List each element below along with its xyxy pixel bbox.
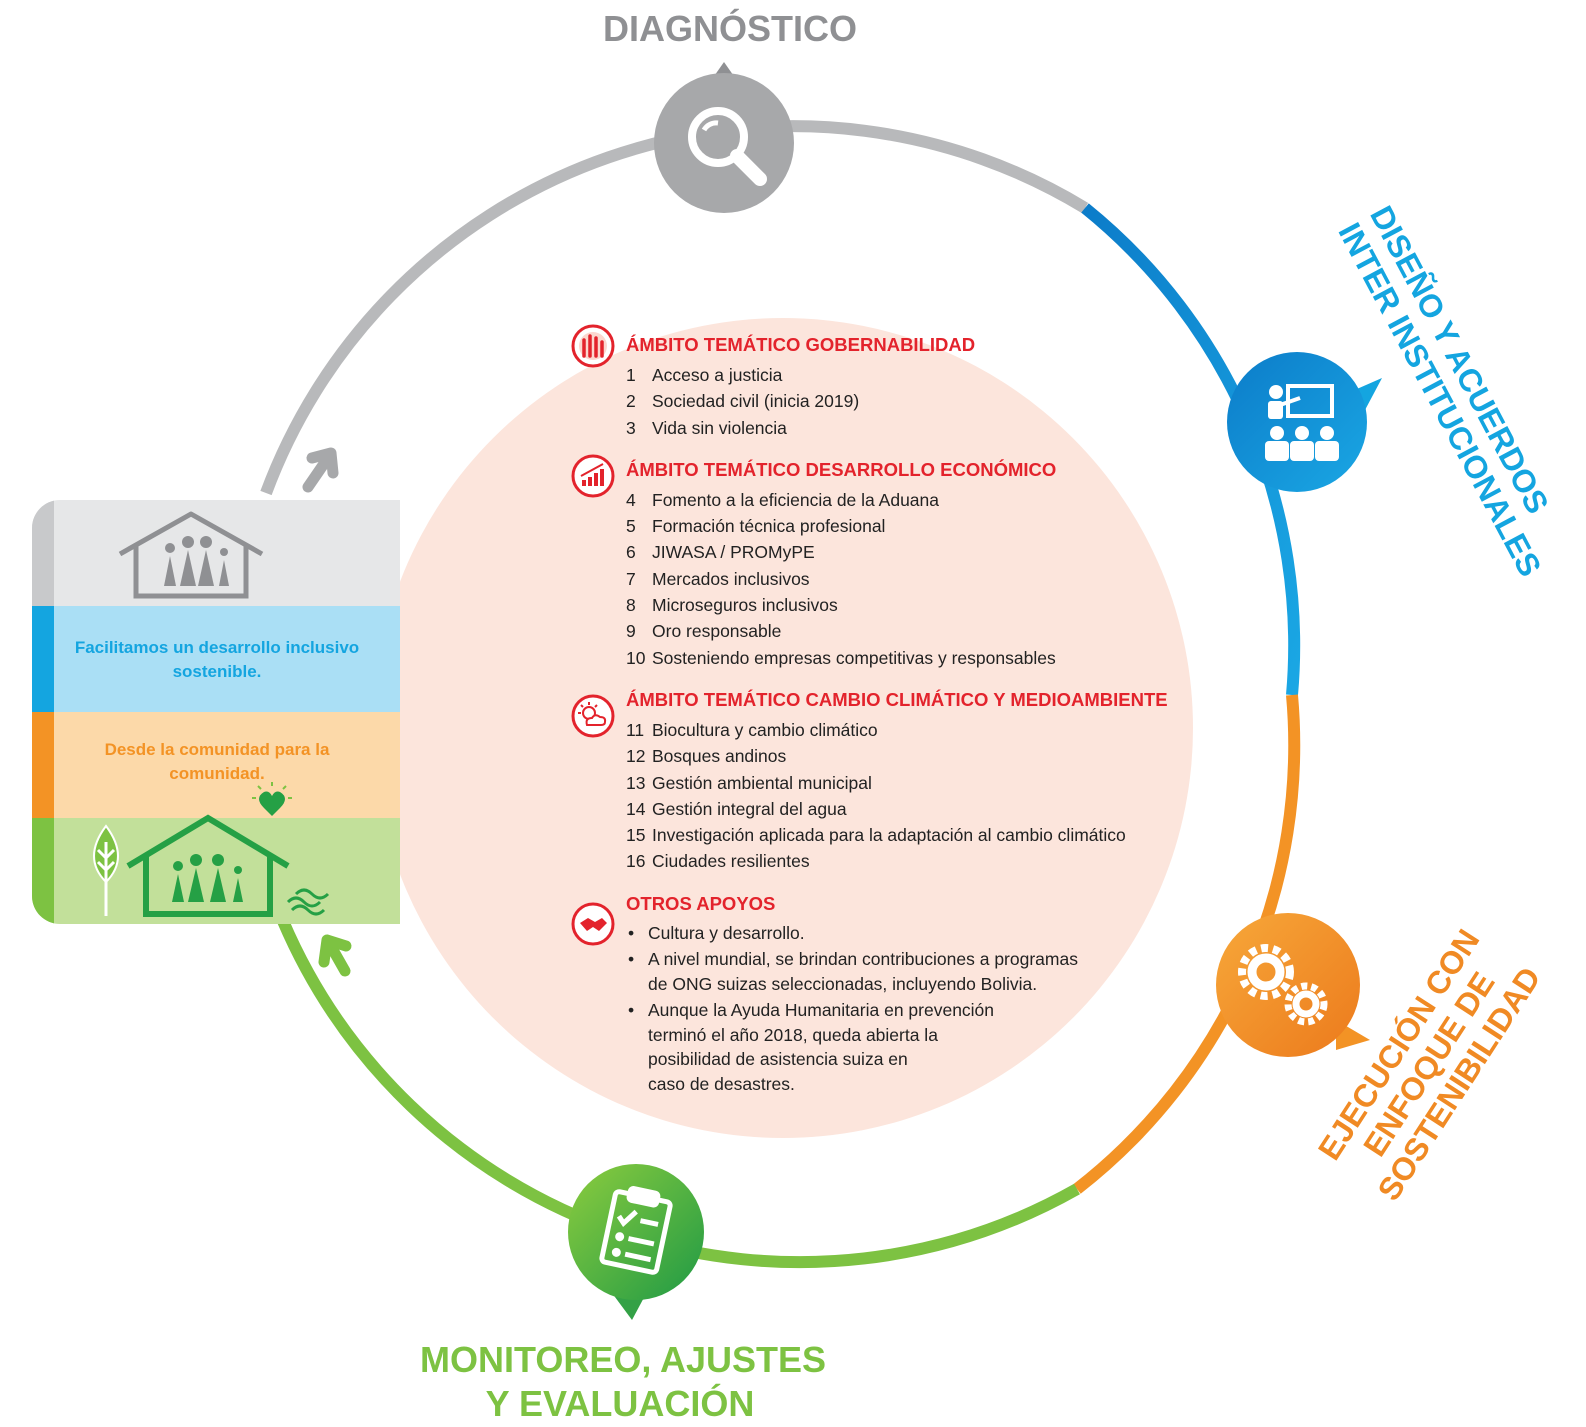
arrow-up-green-icon bbox=[318, 934, 352, 977]
monitoreo-badge bbox=[568, 1164, 704, 1320]
panel-band-orange: Desde la comunidad para la comunidad. bbox=[32, 712, 400, 818]
section-title: OTROS APOYOS bbox=[626, 892, 776, 914]
panel-band-gray bbox=[32, 500, 400, 606]
magnifier-icon bbox=[688, 107, 767, 186]
house-family-green-icon bbox=[93, 782, 330, 917]
house-family-gray-icon bbox=[118, 511, 264, 599]
arrow-up-gray-icon bbox=[302, 447, 339, 493]
section-title: ÁMBITO TEMÁTICO GOBERNABILIDAD bbox=[626, 334, 976, 355]
growth-chart-icon bbox=[571, 454, 615, 498]
bullet-item: Aunque la Ayuda Humanitaria en prevenció… bbox=[626, 998, 1240, 1096]
section-clima: ÁMBITO TEMÁTICO CAMBIO CLIMÁTICO Y MEDIO… bbox=[560, 685, 1240, 875]
tree-icon bbox=[93, 824, 119, 916]
monitoreo-title-line2: Y EVALUACIÓN bbox=[485, 1383, 755, 1424]
diagnostico-badge bbox=[654, 62, 794, 213]
panel-band-green bbox=[32, 782, 400, 924]
raised-hands-icon bbox=[571, 324, 615, 368]
water-waves-icon bbox=[286, 888, 330, 916]
bullet-item: Cultura y desarrollo. bbox=[626, 921, 1240, 946]
monitoreo-title: MONITOREO, AJUSTES Y EVALUACIÓN bbox=[420, 1338, 827, 1426]
section-title: ÁMBITO TEMÁTICO CAMBIO CLIMÁTICO Y MEDIO… bbox=[626, 688, 1168, 710]
section-title: ÁMBITO TEMÁTICO DESARROLLO ECONÓMICO bbox=[626, 458, 1057, 480]
handshake-icon bbox=[571, 902, 615, 946]
ejecucion-badge bbox=[1216, 913, 1370, 1057]
community-panel: Facilitamos un desarrollo inclusivo sost… bbox=[32, 500, 400, 924]
diagnostico-title: DIAGNÓSTICO bbox=[602, 8, 857, 49]
panel-text-1: Facilitamos un desarrollo inclusivo sost… bbox=[74, 638, 360, 681]
heart-icon bbox=[252, 782, 292, 816]
bullet-item: A nivel mundial, se brindan contribucion… bbox=[626, 947, 1240, 996]
diseno-badge bbox=[1227, 352, 1382, 492]
monitoreo-title-line1: MONITOREO, AJUSTES bbox=[420, 1339, 827, 1380]
sun-cloud-icon bbox=[571, 694, 615, 738]
presentation-icon bbox=[1265, 384, 1339, 461]
section-otros: OTROS APOYOS Cultura y desarrollo. A niv… bbox=[560, 889, 1240, 1097]
ring-gray-segment bbox=[260, 120, 1089, 496]
gears-icon bbox=[1238, 944, 1328, 1026]
panel-text-2: Desde la comunidad para la comunidad. bbox=[104, 740, 330, 783]
panel-band-blue: Facilitamos un desarrollo inclusivo sost… bbox=[32, 606, 400, 712]
clipboard-icon bbox=[599, 1186, 673, 1275]
